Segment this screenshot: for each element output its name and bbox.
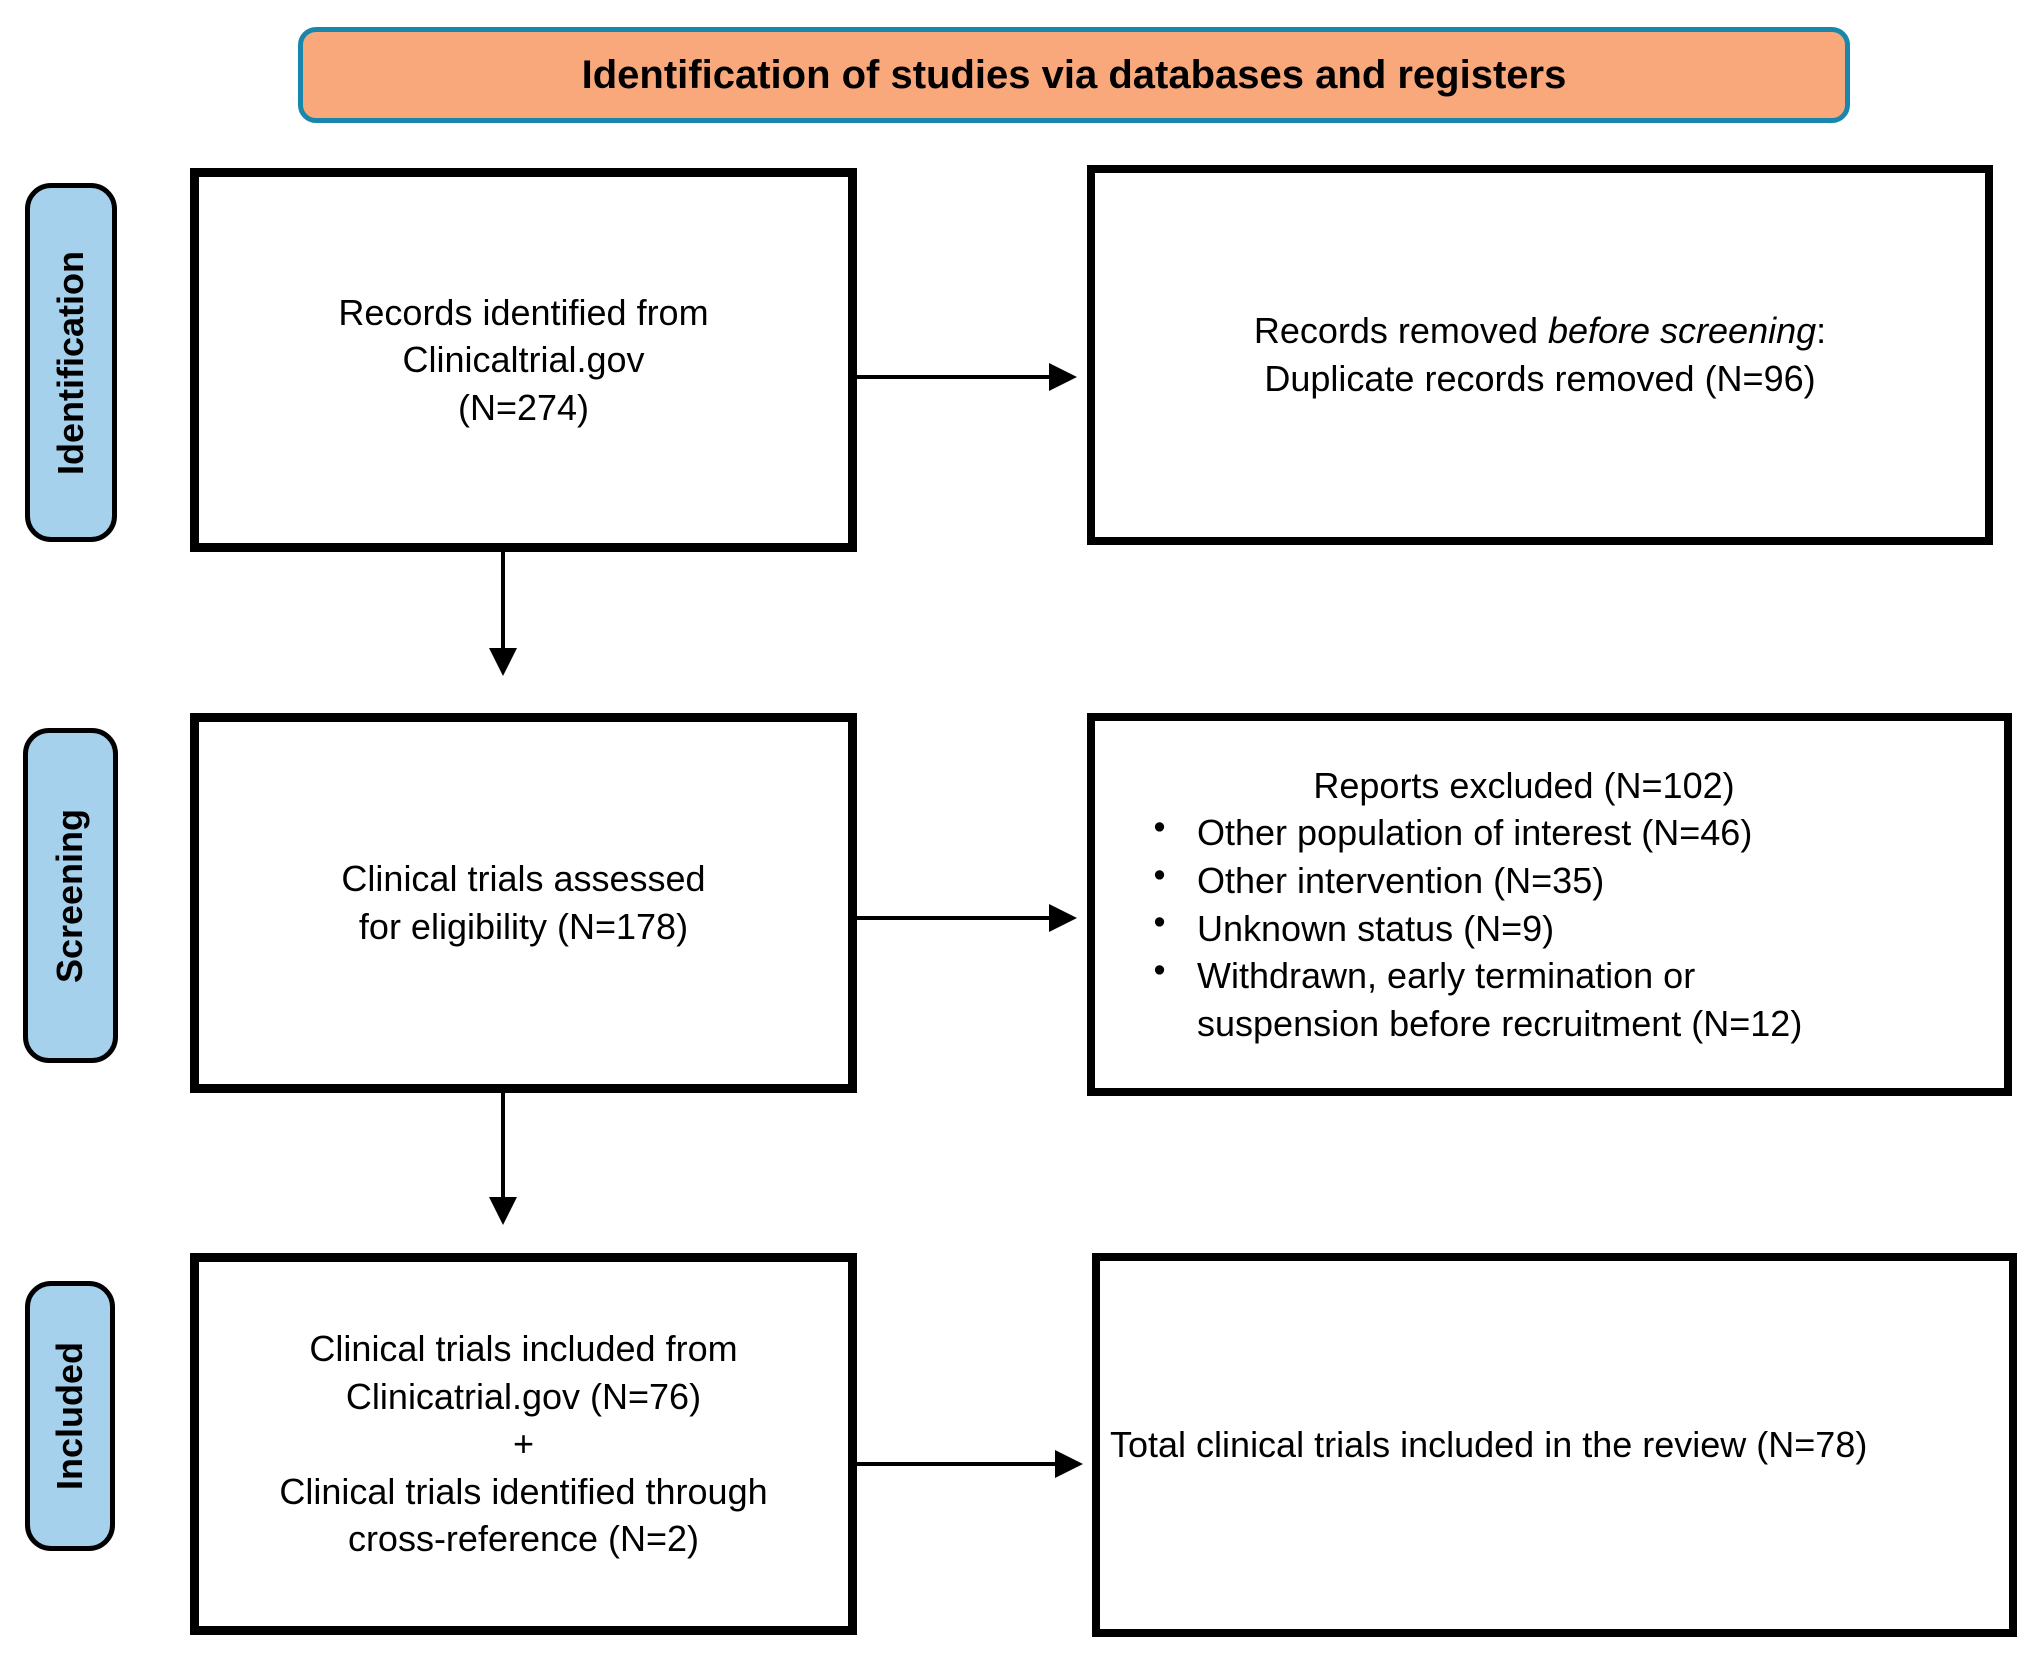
box-text-line: Clinical trials identified through xyxy=(279,1470,768,1512)
box-total-included: Total clinical trials included in the re… xyxy=(1092,1253,2017,1637)
arrow-identified-to-assessed xyxy=(489,552,517,676)
arrow-assessed-to-excluded xyxy=(857,904,1077,932)
box-text-line: Records removed before screening: xyxy=(1253,310,1827,352)
box-text-line: Clinicatrial.gov (N=76) xyxy=(345,1375,702,1417)
stage-label-included: Included xyxy=(25,1281,115,1551)
box-trials-assessed: Clinical trials assessed for eligibility… xyxy=(190,713,857,1093)
arrow-included-to-total xyxy=(855,1450,1083,1478)
banner-title-box: Identification of studies via databases … xyxy=(298,27,1850,123)
box-text-line: Clinicaltrial.gov xyxy=(402,339,645,381)
excluded-reason-list: Other population of interest (N=46) Othe… xyxy=(1151,809,1851,1047)
excluded-header: Reports excluded (N=102) xyxy=(1313,764,1735,806)
stage-label-text: Included xyxy=(49,1341,91,1491)
box-text-line: Clinical trials assessed xyxy=(341,858,706,900)
excluded-reason-item: Other population of interest (N=46) xyxy=(1151,809,1851,857)
banner-title: Identification of studies via databases … xyxy=(581,52,1567,97)
excluded-content: Reports excluded (N=102) Other populatio… xyxy=(1095,762,1851,1047)
box-text-line: Records identified from xyxy=(338,291,709,333)
excluded-reason-item: Unknown status (N=9) xyxy=(1151,905,1851,953)
stage-label-screening: Screening xyxy=(23,728,118,1063)
box-text-line: for eligibility (N=178) xyxy=(358,906,689,947)
box-records-identified: Records identified from Clinicaltrial.go… xyxy=(190,168,857,552)
box-text-line: + xyxy=(512,1423,535,1465)
excluded-reason-item: Withdrawn, early termination or suspensi… xyxy=(1151,952,1851,1047)
stage-label-identification: Identification xyxy=(25,183,117,542)
excluded-reason-item: Other intervention (N=35) xyxy=(1151,857,1851,905)
stage-label-text: Screening xyxy=(49,808,91,983)
arrow-identified-to-removed xyxy=(857,363,1077,391)
arrow-assessed-to-included xyxy=(489,1093,517,1225)
box-text-line: (N=274) xyxy=(457,386,590,428)
box-trials-included: Clinical trials included from Clinicatri… xyxy=(190,1253,857,1635)
box-records-removed: Records removed before screening: Duplic… xyxy=(1087,165,1993,545)
italic-phrase: before screening xyxy=(1547,310,1817,352)
box-text-line: cross-reference (N=2) xyxy=(347,1518,700,1560)
box-text-line: Clinical trials included from xyxy=(309,1328,738,1370)
stage-label-text: Identification xyxy=(50,250,91,475)
box-text-line: Total clinical trials included in the re… xyxy=(1110,1424,1868,1466)
box-reports-excluded: Reports excluded (N=102) Other populatio… xyxy=(1087,713,2012,1096)
box-text-line: Duplicate records removed (N=96) xyxy=(1264,358,1816,399)
